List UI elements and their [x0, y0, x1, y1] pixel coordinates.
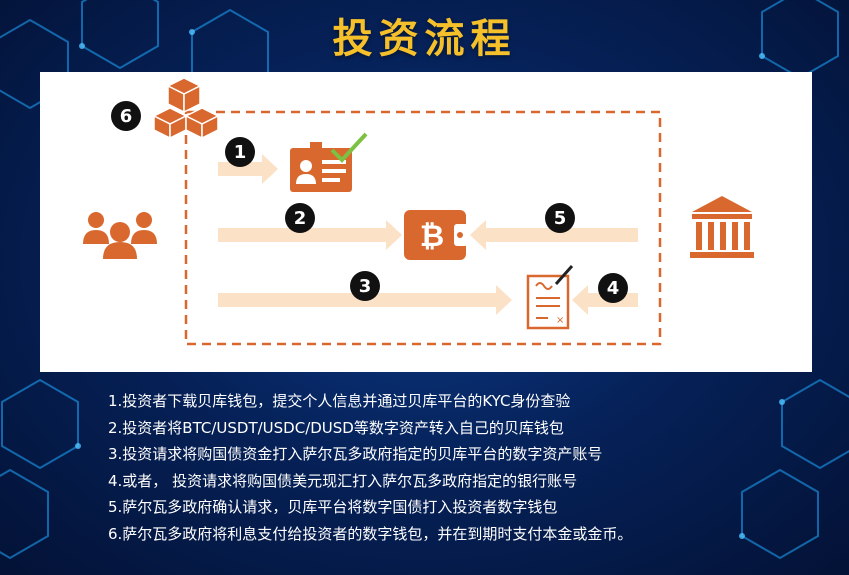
- investors-icon: [83, 212, 157, 259]
- step-badge-6: 6: [111, 101, 141, 131]
- government-bank-icon: [690, 196, 754, 258]
- step-description: 5.萨尔瓦多政府确认请求，贝库平台将数字国债打入投资者数字钱包: [108, 498, 558, 516]
- svg-text:5: 5: [554, 208, 567, 229]
- id-card-check-icon: [290, 132, 368, 192]
- step-badge-2: 2: [285, 203, 315, 233]
- svg-text:6: 6: [120, 106, 133, 127]
- step-description: 3.投资请求将购国债资金打入萨尔瓦多政府指定的贝库平台的数字资产账号: [108, 445, 603, 463]
- step-badge-3: 3: [350, 271, 380, 301]
- svg-text:1: 1: [234, 142, 247, 163]
- arrow-step-5: [470, 220, 638, 250]
- page-title: 投资流程: [332, 16, 517, 62]
- arrow-step-1: [218, 154, 278, 184]
- signed-contract-icon: ×: [526, 265, 574, 330]
- step-badge-1: 1: [225, 137, 255, 167]
- step-description: 1.投资者下载贝库钱包，提交个人信息并通过贝库平台的KYC身份查验: [108, 392, 571, 410]
- arrow-step-2: [218, 220, 402, 250]
- flow-diagram: ₿ × 1 2 3 4 5 6: [83, 77, 754, 346]
- svg-text:4: 4: [607, 278, 620, 299]
- platform-boundary: [184, 110, 662, 346]
- svg-text:₿: ₿: [420, 219, 444, 254]
- step-badge-4: 4: [598, 273, 628, 303]
- step-description: 6.萨尔瓦多政府将利息支付给投资者的数字钱包，并在到期时支付本金或金币。: [108, 524, 633, 543]
- svg-text:×: ×: [556, 315, 564, 326]
- step-description: 4.或者， 投资请求将购国债美元现汇打入萨尔瓦多政府指定的银行账号: [108, 471, 578, 490]
- step-descriptions: 1.投资者下载贝库钱包，提交个人信息并通过贝库平台的KYC身份查验 2.投资者将…: [108, 388, 632, 547]
- blockchain-cubes-icon: [152, 77, 220, 140]
- arrow-step-3: [218, 285, 512, 315]
- step-description: 2.投资者将BTC/USDT/USDC/DUSD等数字资产转入自己的贝库钱包: [108, 418, 564, 437]
- bitcoin-wallet-icon: ₿: [404, 210, 468, 260]
- flow-diagram-panel: ₿ × 1 2 3 4 5 6: [40, 72, 812, 372]
- step-badge-5: 5: [545, 203, 575, 233]
- svg-text:2: 2: [294, 208, 307, 229]
- svg-text:3: 3: [359, 276, 372, 297]
